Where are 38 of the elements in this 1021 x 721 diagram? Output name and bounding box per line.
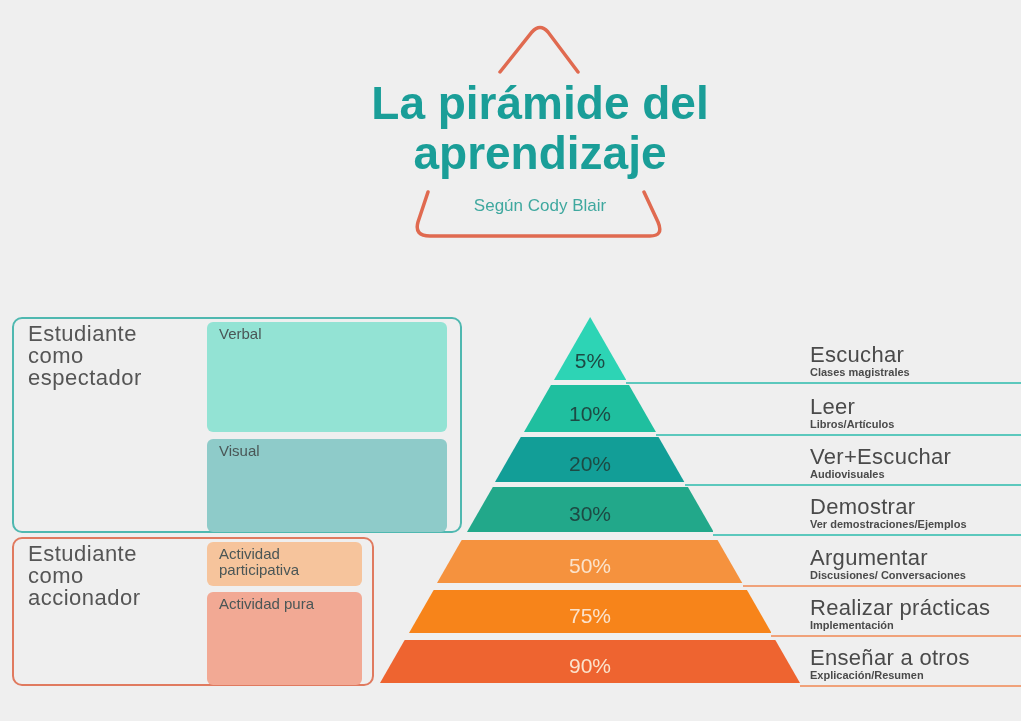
- pyramid-layer: [408, 590, 772, 633]
- activity-heading: Realizar prácticas: [810, 597, 991, 619]
- activity-description: Clases magistrales: [810, 366, 910, 379]
- category-band: Verbal: [207, 322, 447, 432]
- activity-heading: Ver+Escuchar: [810, 446, 952, 468]
- category-band: Actividad participativa: [207, 542, 362, 586]
- percentage-label: 20%: [568, 453, 611, 476]
- activity-heading: Leer: [810, 396, 856, 418]
- percentage-label: 5%: [574, 350, 606, 372]
- percentage-label: 30%: [568, 503, 611, 526]
- subtitle: Según Cody Blair: [472, 196, 608, 216]
- title: La pirámide del aprendizaje: [370, 78, 710, 178]
- group-panel: [12, 537, 374, 686]
- pyramid-layer: [524, 385, 656, 432]
- pyramid-layer: [495, 437, 685, 482]
- category-band: Actividad pura: [207, 592, 362, 685]
- category-band: Visual: [207, 439, 447, 532]
- group-heading: Estudiante como accionador: [28, 543, 142, 609]
- percentage-label: 75%: [568, 604, 611, 627]
- activity-description: Implementación: [810, 619, 894, 632]
- pyramid-layer: [553, 317, 627, 380]
- pyramid-layer: [437, 540, 743, 583]
- percentage-label: 10%: [568, 402, 611, 425]
- activity-heading: Argumentar: [810, 547, 928, 569]
- activity-heading: Demostrar: [810, 496, 916, 518]
- activity-description: Discusiones/ Conversaciones: [810, 569, 966, 582]
- pyramid-layer: [466, 487, 714, 532]
- percentage-label: 50%: [568, 554, 611, 577]
- activity-description: Ver demostraciones/Ejemplos: [810, 518, 967, 531]
- percentage-label: 90%: [569, 654, 611, 677]
- group-heading: Estudiante como espectador: [28, 323, 143, 389]
- group-panel: [12, 317, 462, 533]
- activity-description: Libros/Artículos: [810, 418, 895, 431]
- activity-heading: Enseñar a otros: [810, 647, 970, 669]
- activity-description: Audiovisuales: [810, 468, 885, 481]
- activity-description: Explicación/Resumen: [810, 669, 924, 682]
- pyramid-layer: [380, 640, 800, 683]
- activity-heading: Escuchar: [810, 344, 905, 366]
